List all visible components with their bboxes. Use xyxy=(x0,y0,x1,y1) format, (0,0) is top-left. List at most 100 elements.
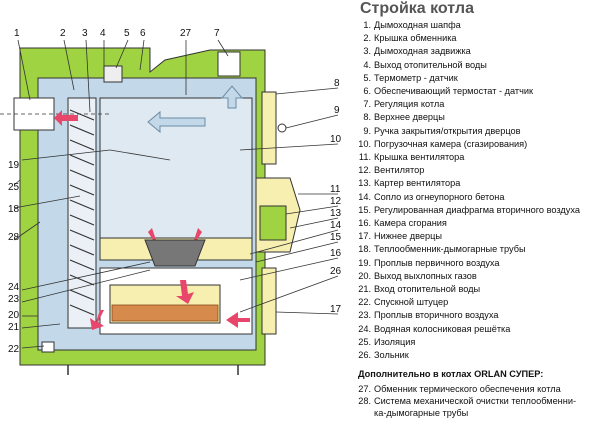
legend-item: 16.Камера сгорания xyxy=(355,218,447,229)
cleaning-spiral xyxy=(69,109,95,316)
legend-item-text: Спускной штуцер xyxy=(374,297,449,308)
callout-9: 9 xyxy=(334,105,340,116)
legend-item-text: Выход выхлопных газов xyxy=(374,270,477,281)
legend-item: 17.Нижнее дверцы xyxy=(355,231,442,242)
callout-17: 17 xyxy=(330,304,342,315)
heat-exchanger-tube xyxy=(67,97,97,329)
legend-item: 8.Верхнее дверцы xyxy=(355,112,445,123)
legend-item: 14.Сопло из огнеупорного бетона xyxy=(355,192,504,203)
legend-item-text: Изоляция xyxy=(374,336,416,347)
legend-item-text: Камера сгорания xyxy=(374,218,447,228)
legend-item-text: Дымоходная задвижка xyxy=(374,46,471,57)
legend-item: 20.Выход выхлопных газов xyxy=(355,271,477,282)
legend-item-text: Вентилятор xyxy=(374,165,425,176)
extra-title: Дополнительно в котлах ORLAN СУПЕР: xyxy=(358,369,544,379)
legend-item-text: Регулированная диафрагма вторичного возд… xyxy=(374,204,580,215)
legend-item-number: 5. xyxy=(363,72,371,83)
legend-item-number: 13. xyxy=(358,178,371,189)
legend-item-text: Водяная колосниковая решётка xyxy=(374,323,511,334)
legend-item: 25.Изоляция xyxy=(355,337,415,348)
callout-numbers: 1 2 3 4 5 6 27 7 8 9 10 11 12 13 14 15 1… xyxy=(8,28,342,355)
legend-item-number: 18. xyxy=(358,244,371,255)
legend-item-number: 9. xyxy=(363,125,371,136)
callout-27: 27 xyxy=(180,28,192,39)
legend-item-number: 24. xyxy=(358,323,371,334)
legend-item: 22.Спускной штуцер xyxy=(355,297,448,308)
legend-item: 26.Зольник xyxy=(355,350,409,361)
extra-item-text: ка-дымогарные трубы xyxy=(374,408,469,418)
legend-item-number: 23. xyxy=(358,310,371,321)
legend-item-number: 10. xyxy=(358,138,371,149)
callout-23: 23 xyxy=(8,294,20,305)
legend-item-number: 11. xyxy=(358,152,371,162)
door-handle xyxy=(277,123,287,133)
legend-item-text: Выход отопительной воды xyxy=(374,59,487,70)
callout-11: 11 xyxy=(330,184,341,195)
legend-item-text: Теплообменник-дымогарные трубы xyxy=(374,244,526,255)
legend-item-number: 2. xyxy=(363,33,371,44)
extra-item-text: Система механической очистки теплообменн… xyxy=(374,396,577,406)
callout-20: 20 xyxy=(8,310,20,321)
callout-26: 26 xyxy=(330,266,342,277)
legend-item-number: 4. xyxy=(363,59,371,70)
legend-item-number: 16. xyxy=(358,218,371,228)
callout-8: 8 xyxy=(334,78,340,89)
nozzle xyxy=(144,239,206,267)
extra-item: ка-дымогарные трубы xyxy=(355,408,468,419)
legend-item: 7.Регуляция котла xyxy=(355,99,444,110)
legend-item-number: 7. xyxy=(363,99,371,110)
legend-item: 6.Обеспечивающий термостат - датчик xyxy=(355,86,533,97)
fan xyxy=(259,205,287,241)
extra-item-number: 27. xyxy=(358,384,371,394)
callout-6: 6 xyxy=(140,28,146,39)
callout-25: 25 xyxy=(8,182,20,193)
legend-item-number: 12. xyxy=(358,165,371,176)
legend-item-text: Проплыв вторичного воздуха xyxy=(374,310,499,321)
legend-item: 3.Дымоходная задвижка xyxy=(355,46,471,57)
legend-item-text: Дымоходная шапфа xyxy=(374,20,461,30)
legend-item-number: 17. xyxy=(358,231,371,242)
legend-item-text: Регуляция котла xyxy=(374,99,445,110)
extra-item-number: 28. xyxy=(358,396,371,406)
legend-item-number: 22. xyxy=(358,297,371,308)
legend-item-text: Погрузочная камера (сгазирования) xyxy=(374,138,528,149)
legend-item-text: Сопло из огнеупорного бетона xyxy=(374,191,505,202)
legend-item: 23.Проплыв вторичного воздуха xyxy=(355,310,498,321)
extra-item: 27.Обменник термического обеспечения кот… xyxy=(355,384,560,395)
legend-item-number: 20. xyxy=(358,270,371,281)
legend-item-number: 6. xyxy=(363,86,371,96)
callout-14: 14 xyxy=(330,220,342,231)
callout-22: 22 xyxy=(8,344,20,355)
callout-18: 18 xyxy=(8,204,20,215)
legend-item-text: Зольник xyxy=(374,350,409,360)
callout-2: 2 xyxy=(60,28,66,39)
legend-item: 5.Термометр - датчик xyxy=(355,72,457,84)
legend-item-number: 14. xyxy=(358,191,371,202)
ash-layer xyxy=(111,304,219,322)
legend-item-text: Крышка вентилятора xyxy=(374,152,465,162)
legend-item: 24.Водяная колосниковая решётка xyxy=(355,324,510,335)
callout-12: 12 xyxy=(330,196,342,207)
callout-16: 16 xyxy=(330,248,342,259)
legend-item: 11.Крышка вентилятора xyxy=(355,152,464,163)
legend-item-text: Картер вентилятора xyxy=(374,178,461,189)
legend-item: 10.Погрузочная камера (сгазирования) xyxy=(355,139,527,150)
legend-item-text: Крышка обменника xyxy=(374,33,457,44)
thermometer-fitting xyxy=(103,65,123,83)
legend-item-number: 15. xyxy=(358,204,371,215)
callout-24: 24 xyxy=(8,282,20,293)
legend-item-text: Верхнее дверцы xyxy=(374,112,445,123)
regulator-box xyxy=(217,51,241,77)
callout-7: 7 xyxy=(214,28,220,39)
legend-item-number: 19. xyxy=(358,257,371,268)
legend-item: 13.Картер вентилятора xyxy=(355,178,460,189)
legend-item: 18.Теплообменник-дымогарные трубы xyxy=(355,244,526,255)
upper-door xyxy=(261,91,277,165)
legend-item-text: Ручка закрытия/открытия дверцов xyxy=(374,125,521,136)
legend-item: 9.Ручка закрытия/открытия дверцов xyxy=(355,125,521,137)
callout-19: 19 xyxy=(8,160,20,171)
legend-item-text: Проплыв первичного воздуха xyxy=(374,257,500,268)
callout-13: 13 xyxy=(330,208,342,219)
legend-item-number: 3. xyxy=(363,46,371,57)
